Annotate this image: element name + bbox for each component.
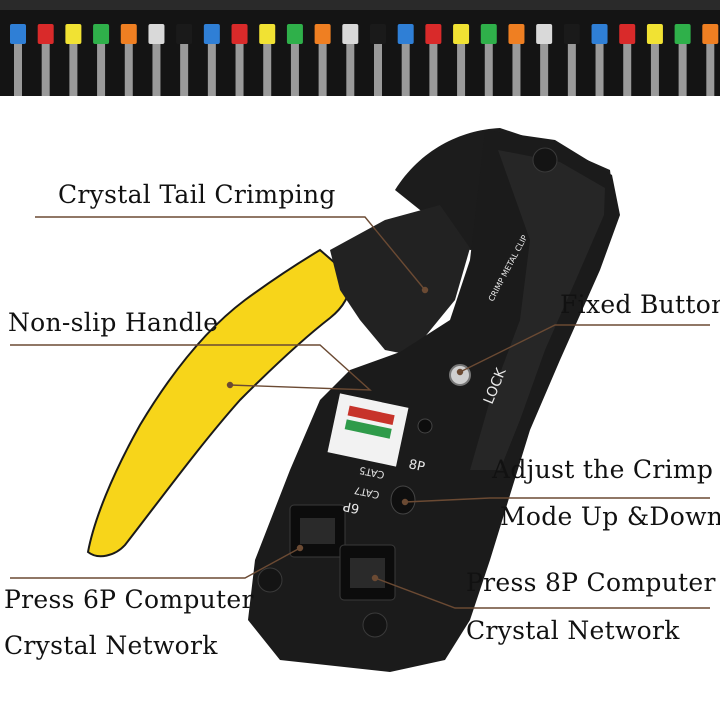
patch-cable: [540, 38, 549, 96]
patch-cable: [318, 38, 327, 96]
patch-plug: [702, 24, 719, 44]
patch-cable: [429, 38, 438, 96]
patch-cable: [41, 38, 50, 96]
patch-cable: [14, 38, 22, 96]
port-6p-marking: 6P: [342, 498, 361, 516]
patch-plug: [397, 24, 414, 44]
leader-press-8p: [374, 577, 710, 609]
patch-cable: [623, 38, 632, 96]
patch-plug: [259, 24, 276, 44]
patch-cable: [69, 38, 78, 96]
patch-plug: [674, 24, 691, 44]
patch-cable: [207, 38, 216, 96]
patch-plug: [314, 24, 331, 44]
patch-plug: [148, 24, 165, 44]
patch-cable: [484, 38, 493, 96]
patch-cable: [263, 38, 272, 96]
label-press-8p-line2: Crystal Network: [466, 616, 680, 645]
label-press-6p-line1: Press 6P Computer: [4, 585, 254, 614]
patch-plug: [10, 24, 26, 44]
patch-cable: [678, 38, 687, 96]
patch-plug: [536, 24, 553, 44]
leader-press-6p: [10, 547, 301, 579]
patch-plug: [591, 24, 608, 44]
patch-plug: [37, 24, 54, 44]
patch-plug: [286, 24, 303, 44]
patch-plug: [425, 24, 442, 44]
patch-plug: [342, 24, 359, 44]
port-8p-marking: 8P: [407, 457, 426, 475]
patch-plug: [93, 24, 110, 44]
leader-fixed-button: [459, 324, 710, 373]
label-non-slip-handle: Non-slip Handle: [8, 308, 219, 337]
patch-plug: [646, 24, 663, 44]
patch-plug: [480, 24, 497, 44]
leader-lines: [10, 216, 710, 609]
tool-body: [248, 128, 620, 672]
yellow-handle: [86, 248, 352, 558]
patch-cable: [650, 38, 659, 96]
patch-plug: [120, 24, 137, 44]
label-adjust-crimp-line1: Adjust the Crimp: [492, 455, 714, 484]
leader-crystal-tail: [35, 216, 426, 291]
leader-adjust: [404, 497, 710, 503]
patch-plug: [65, 24, 82, 44]
patch-cable: [346, 38, 355, 96]
patch-plug: [453, 24, 470, 44]
patch-plug: [508, 24, 525, 44]
patch-cable: [124, 38, 133, 96]
patch-cable: [512, 38, 521, 96]
patch-plugs: [10, 24, 719, 44]
cat5-marking: CAT5: [358, 464, 385, 480]
patch-cable: [290, 38, 299, 96]
label-fixed-button: Fixed Button: [560, 290, 720, 319]
label-press-6p-line2: Crystal Network: [4, 631, 218, 660]
patch-plug: [563, 24, 580, 44]
patch-cable: [595, 38, 604, 96]
patch-cable: [97, 38, 106, 96]
label-crystal-tail-crimping: Crystal Tail Crimping: [58, 180, 336, 209]
patch-cable: [401, 38, 410, 96]
patch-cable: [235, 38, 244, 96]
patch-cables: [14, 38, 715, 96]
patch-plug: [176, 24, 193, 44]
patch-cable: [374, 38, 382, 96]
patch-plug: [370, 24, 386, 44]
cat7-marking: CAT7: [353, 484, 380, 500]
patch-cable: [457, 38, 466, 96]
patch-cable: [180, 38, 189, 96]
patch-plug: [203, 24, 220, 44]
label-adjust-crimp-line2: Mode Up &Down: [500, 502, 720, 531]
leader-non-slip: [10, 344, 372, 391]
patch-plug: [231, 24, 248, 44]
patch-cable: [706, 38, 715, 96]
patch-plug: [619, 24, 636, 44]
patch-panel: [0, 0, 720, 96]
label-press-8p-line1: Press 8P Computer: [466, 568, 716, 597]
patch-cable: [567, 38, 576, 96]
patch-cable: [152, 38, 161, 96]
